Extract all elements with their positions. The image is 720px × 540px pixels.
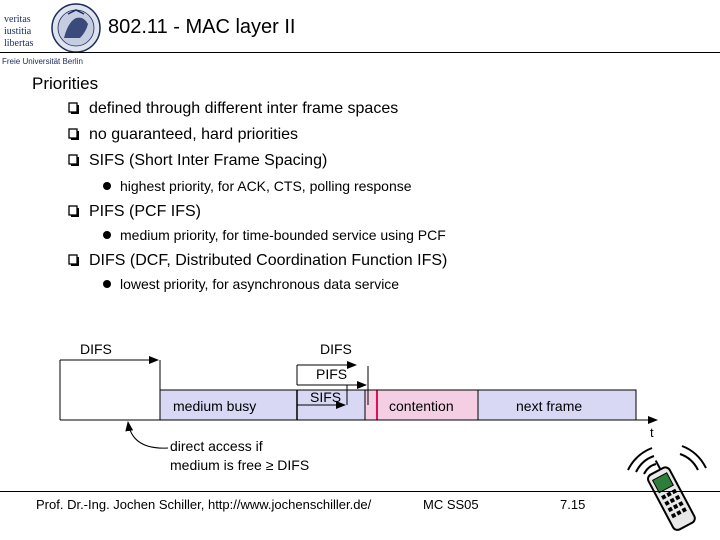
bullet-3-sub-text: highest priority, for ACK, CTS, polling …	[120, 178, 412, 194]
contention-label: contention	[389, 398, 454, 414]
direct-access-note-line-2: medium is free ≥ DIFS	[170, 457, 310, 473]
bullet-3-text: SIFS (Short Inter Frame Spacing)	[89, 152, 328, 169]
contention-window-region	[365, 390, 478, 420]
mobile-phone-icon	[627, 445, 707, 531]
logo-university-name: Freie Universität Berlin	[2, 57, 83, 66]
checkbox-bullet-icon	[68, 102, 79, 114]
footer-author: Prof. Dr.-Ing. Jochen Schiller, http://w…	[36, 497, 372, 512]
checkbox-bullet-icon	[68, 154, 79, 166]
bullet-2-text: no guaranteed, hard priorities	[89, 126, 299, 143]
logo-word-libertas: libertas	[4, 38, 34, 49]
bullet-1-text: defined through different inter frame sp…	[89, 100, 399, 117]
time-axis-label: t	[650, 425, 654, 440]
slide-title: 802.11 - MAC layer II	[108, 16, 296, 38]
logo-word-iustitia: iustitia	[4, 26, 32, 37]
sifs-label: SIFS	[310, 389, 342, 405]
direct-access-note-line-1: direct access if	[170, 438, 263, 454]
dot-bullet-icon	[103, 231, 111, 239]
direct-access-arrow	[125, 421, 169, 449]
section-heading: Priorities	[32, 74, 99, 93]
bullet-4-sub-text: medium priority, for time-bounded servic…	[120, 227, 446, 243]
footer-divider	[0, 491, 720, 492]
checkbox-bullet-icon	[68, 205, 79, 217]
dot-bullet-icon	[103, 280, 111, 288]
bullet-4-text: PIFS (PCF IFS)	[89, 203, 201, 220]
difs-left-label: DIFS	[80, 341, 112, 357]
seal-icon	[51, 3, 101, 53]
pifs-label: PIFS	[316, 366, 348, 382]
checkbox-bullet-icon	[68, 254, 79, 266]
logo-word-veritas: veritas	[4, 14, 31, 25]
checkbox-bullet-icon	[68, 128, 79, 140]
footer-course: MC SS05	[423, 497, 479, 512]
difs-right-label: DIFS	[320, 341, 352, 357]
bullet-5-sub-text: lowest priority, for asynchronous data s…	[120, 276, 400, 292]
medium-busy-label: medium busy	[173, 398, 257, 414]
title-divider	[0, 52, 720, 53]
dot-bullet-icon	[103, 182, 111, 190]
next-frame-label: next frame	[516, 398, 583, 414]
footer-page-number: 7.15	[560, 497, 586, 512]
bullet-5-text: DIFS (DCF, Distributed Coordination Func…	[89, 252, 448, 269]
